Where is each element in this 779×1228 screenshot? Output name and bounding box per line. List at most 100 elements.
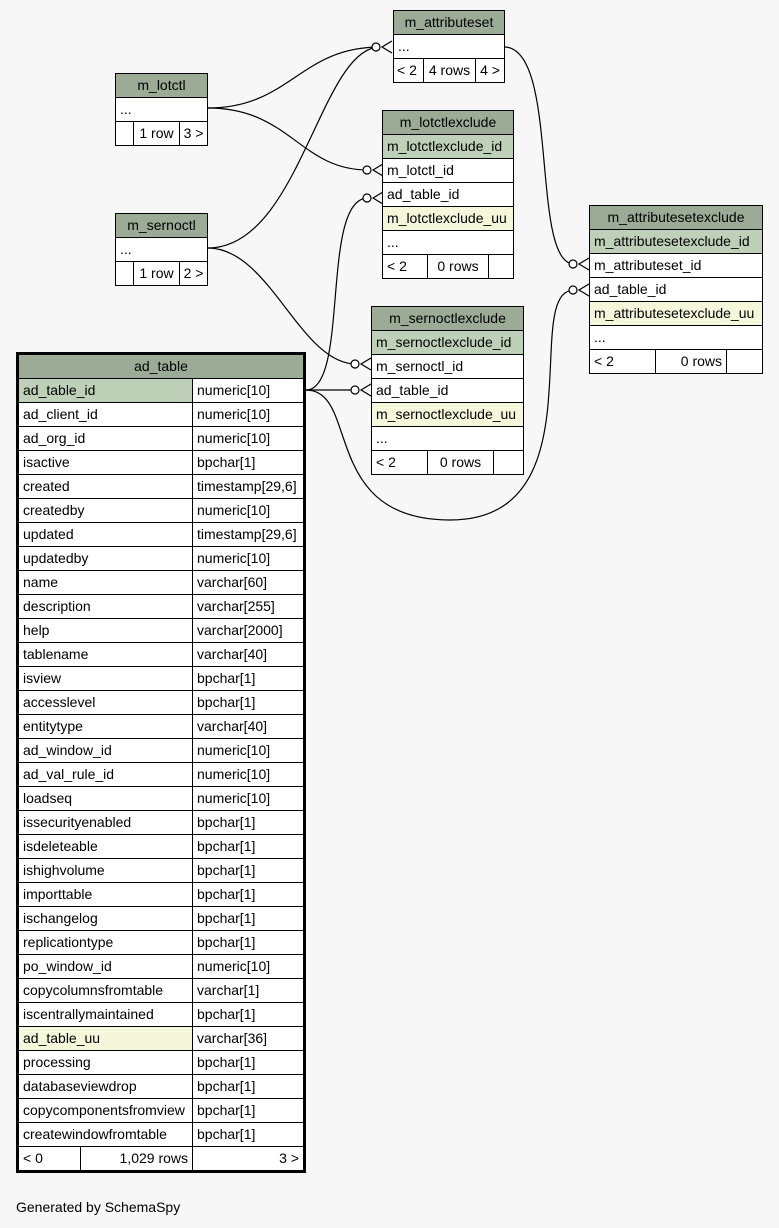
column-row: ... <box>383 231 513 255</box>
column-name: replicationtype <box>19 931 193 954</box>
column-name: processing <box>19 1051 193 1074</box>
table-title[interactable]: m_lotctl <box>116 74 207 98</box>
parents-link[interactable]: < 2 <box>394 59 424 82</box>
row-count: 4 rows <box>424 59 476 82</box>
column-row: ... <box>372 427 523 451</box>
column-type: bpchar[1] <box>193 931 303 954</box>
column-row: ad_table_id <box>372 379 523 403</box>
table-title[interactable]: m_attributeset <box>394 11 504 35</box>
children-link[interactable]: 3 > <box>279 1150 299 1166</box>
column-name: databaseviewdrop <box>19 1075 193 1098</box>
column-row: m_sernoctl_id <box>372 355 523 379</box>
children-link[interactable]: 3 > <box>183 125 204 141</box>
column-row-pk: m_attributesetexclude_id <box>590 230 762 254</box>
column-type: bpchar[1] <box>193 811 303 834</box>
column-type: numeric[10] <box>193 739 303 762</box>
column-name: createwindowfromtable <box>19 1123 193 1146</box>
table-m-sernoctl[interactable]: m_sernoctl ... 1 row 2 > <box>115 213 208 286</box>
table-title[interactable]: m_sernoctl <box>116 214 207 238</box>
column-name: accesslevel <box>19 691 193 714</box>
column-type: bpchar[1] <box>193 1051 303 1074</box>
table-title[interactable]: m_attributesetexclude <box>590 206 762 230</box>
column-type: varchar[60] <box>193 571 303 594</box>
column-row-uu: m_attributesetexclude_uu <box>590 302 762 326</box>
column-row-uu: m_sernoctlexclude_uu <box>372 403 523 427</box>
column-type: varchar[40] <box>193 715 303 738</box>
column-name: ad_org_id <box>19 427 193 450</box>
table-title[interactable]: m_sernoctlexclude <box>372 307 523 331</box>
column-type: bpchar[1] <box>193 1003 303 1026</box>
column-type: bpchar[1] <box>193 907 303 930</box>
table-m-lotctl[interactable]: m_lotctl ... 1 row 3 > <box>115 73 208 146</box>
table-m-attributeset[interactable]: m_attributeset ... < 2 4 rows 4 > <box>393 10 505 83</box>
parents-link[interactable]: < 2 <box>383 255 428 278</box>
column-name: updatedby <box>19 547 193 570</box>
column-name: ad_client_id <box>19 403 193 426</box>
column-name: isview <box>19 667 193 690</box>
table-footer: < 2 0 rows <box>590 350 762 373</box>
children-link[interactable]: 4 > <box>480 62 500 78</box>
column-row: ... <box>590 326 762 350</box>
column-type: bpchar[1] <box>193 1099 303 1122</box>
column-row-pk: m_lotctlexclude_id <box>383 135 513 159</box>
column-name: copycolumnsfromtable <box>19 979 193 1002</box>
table-footer: < 2 0 rows <box>372 451 523 474</box>
column-name: copycomponentsfromview <box>19 1099 193 1122</box>
column-type: varchar[36] <box>193 1027 303 1050</box>
column-type: numeric[10] <box>193 955 303 978</box>
parents-link[interactable]: < 2 <box>590 350 656 373</box>
column-type: numeric[10] <box>193 403 303 426</box>
parents-link[interactable]: < 0 <box>19 1147 81 1170</box>
table-title[interactable]: ad_table <box>19 355 303 379</box>
column-name: iscentrallymaintained <box>19 1003 193 1026</box>
column-name: loadseq <box>19 787 193 810</box>
column-type: bpchar[1] <box>193 835 303 858</box>
table-title[interactable]: m_lotctlexclude <box>383 111 513 135</box>
column-name: help <box>19 619 193 642</box>
column-row: m_lotctl_id <box>383 159 513 183</box>
children-link[interactable]: 2 > <box>183 265 204 281</box>
table-m-sernoctlexclude[interactable]: m_sernoctlexclude m_sernoctlexclude_id m… <box>371 306 524 475</box>
column-name: updated <box>19 523 193 546</box>
parents-link[interactable]: < 2 <box>372 451 428 474</box>
table-footer: < 0 1,029 rows 3 > <box>19 1147 303 1170</box>
column-type: bpchar[1] <box>193 667 303 690</box>
column-type: bpchar[1] <box>193 859 303 882</box>
column-type: varchar[255] <box>193 595 303 618</box>
generated-by-label: Generated by SchemaSpy <box>16 1199 181 1215</box>
column-name: isactive <box>19 451 193 474</box>
column-type: numeric[10] <box>193 547 303 570</box>
column-name: ad_window_id <box>19 739 193 762</box>
column-name: ad_table_uu <box>19 1027 193 1050</box>
column-type: varchar[2000] <box>193 619 303 642</box>
table-m-attributesetexclude[interactable]: m_attributesetexclude m_attributesetexcl… <box>589 205 763 374</box>
parents-link <box>116 262 134 285</box>
column-name: tablename <box>19 643 193 666</box>
column-row: ... <box>394 35 504 59</box>
column-name: description <box>19 595 193 618</box>
table-m-lotctlexclude[interactable]: m_lotctlexclude m_lotctlexclude_id m_lot… <box>382 110 514 279</box>
column-name: isdeleteable <box>19 835 193 858</box>
